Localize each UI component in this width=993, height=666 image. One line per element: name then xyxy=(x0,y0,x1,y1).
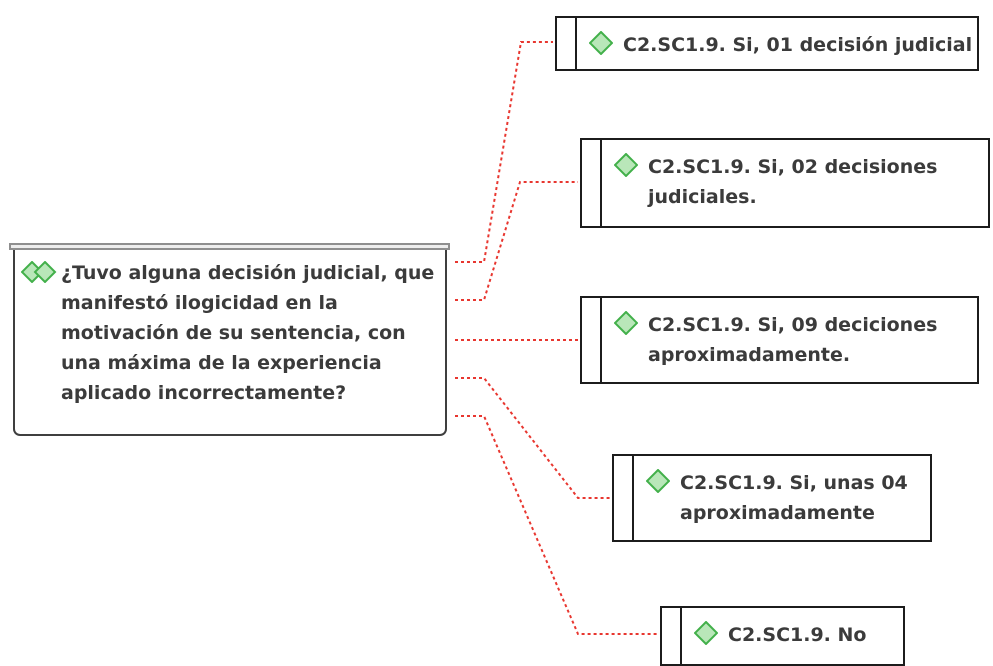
answer-node-divider xyxy=(600,140,602,226)
diamond-icon xyxy=(646,469,670,493)
double-diamond-icon xyxy=(21,261,57,283)
answer-line-1: C2.SC1.9. No xyxy=(728,624,867,646)
connector-line-4 xyxy=(455,377,610,499)
answer-node-divider xyxy=(632,456,634,540)
connector-line-1 xyxy=(455,41,553,263)
question-node[interactable] xyxy=(13,250,447,436)
answer-text: C2.SC1.9. Si, unas 04 aproximadamente xyxy=(680,468,908,528)
diamond-icon xyxy=(694,621,718,645)
answer-line-1: C2.SC1.9. Si, unas 04 xyxy=(680,472,908,494)
connector-line-5 xyxy=(455,415,658,635)
answer-node-1[interactable]: C2.SC1.9. Si, 01 decisión judicial xyxy=(555,16,979,71)
answer-node-4[interactable]: C2.SC1.9. Si, unas 04 aproximadamente xyxy=(612,454,932,542)
answer-text: C2.SC1.9. Si, 09 deciciones aproximadamen… xyxy=(648,310,937,370)
answer-node-3[interactable]: C2.SC1.9. Si, 09 deciciones aproximadamen… xyxy=(580,296,979,384)
answer-line-2: judiciales. xyxy=(648,186,757,208)
diamond-icon xyxy=(589,31,613,55)
answer-node-divider xyxy=(680,608,682,664)
answer-text: C2.SC1.9. Si, 01 decisión judicial xyxy=(623,30,972,60)
connector-line-2 xyxy=(455,181,578,301)
question-node-header-bar xyxy=(9,243,450,250)
answer-node-5[interactable]: C2.SC1.9. No xyxy=(660,606,905,666)
answer-line-1: C2.SC1.9. Si, 09 deciciones xyxy=(648,314,938,336)
answer-node-2[interactable]: C2.SC1.9. Si, 02 decisiones judiciales. xyxy=(580,138,990,228)
answer-text: C2.SC1.9. No xyxy=(728,620,866,650)
answer-line-2: aproximadamente. xyxy=(648,344,851,366)
question-text: ¿Tuvo alguna decisión judicial, que mani… xyxy=(61,262,435,404)
answer-line-2: aproximadamente xyxy=(680,502,875,524)
answer-text: C2.SC1.9. Si, 02 decisiones judiciales. xyxy=(648,152,937,212)
diamond-icon xyxy=(614,153,638,177)
answer-line-1: C2.SC1.9. Si, 02 decisiones xyxy=(648,156,938,178)
diamond-icon xyxy=(614,311,638,335)
answer-node-divider xyxy=(600,298,602,382)
answer-line-1: C2.SC1.9. Si, 01 decisión judicial xyxy=(623,34,973,56)
answer-node-divider xyxy=(575,18,577,69)
